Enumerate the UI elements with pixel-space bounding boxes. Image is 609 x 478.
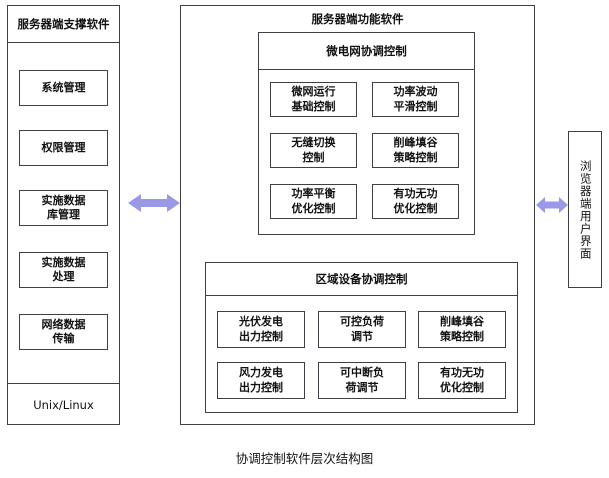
region-cell-pv-output-control[interactable]: 光伏发电 出力控制 [217, 311, 305, 348]
support-module-permission-management[interactable]: 权限管理 [19, 130, 108, 166]
operating-system-label: Unix/Linux [7, 383, 120, 425]
region-cell-active-reactive-optimization[interactable]: 有功无功 优化控制 [418, 362, 506, 399]
microgrid-cell-power-balance-optimization[interactable]: 功率平衡 优化控制 [270, 184, 357, 219]
microgrid-cell-basic-operation-control[interactable]: 微网运行 基础控制 [270, 82, 357, 117]
server-support-software-title: 服务器端支撑软件 [7, 5, 120, 43]
microgrid-cell-power-fluctuation-smoothing[interactable]: 功率波动 平滑控制 [372, 82, 459, 117]
microgrid-cell-active-reactive-optimization[interactable]: 有功无功 优化控制 [372, 184, 459, 219]
support-module-system-management[interactable]: 系统管理 [19, 70, 108, 106]
browser-user-interface-panel: 浏览器端用户界面 [568, 131, 602, 288]
region-cell-wind-output-control[interactable]: 风力发电 出力控制 [217, 362, 305, 399]
regional-device-coordination-title: 区域设备协调控制 [205, 262, 518, 296]
support-module-database-management[interactable]: 实施数据 库管理 [19, 190, 108, 226]
server-functional-software-title: 服务器端功能软件 [311, 12, 404, 26]
microgrid-cell-seamless-switching-control[interactable]: 无缝切换 控制 [270, 133, 357, 168]
support-module-data-processing[interactable]: 实施数据 处理 [19, 252, 108, 288]
region-cell-peak-shaving-strategy[interactable]: 削峰填谷 策略控制 [418, 311, 506, 348]
browser-user-interface-label: 浏览器端用户界面 [578, 159, 593, 260]
figure-caption: 协调控制软件层次结构图 [235, 451, 374, 466]
microgrid-cell-peak-shaving-strategy[interactable]: 削峰填谷 策略控制 [372, 133, 459, 168]
left-center-double-arrow-icon [128, 194, 180, 212]
support-module-network-transmission[interactable]: 网络数据 传输 [19, 314, 108, 350]
region-cell-interruptible-load-adjust[interactable]: 可中断负 荷调节 [318, 362, 406, 399]
center-right-double-arrow-icon [536, 197, 568, 213]
microgrid-coordination-control-title: 微电网协调控制 [258, 32, 475, 70]
region-cell-controllable-load-adjust[interactable]: 可控负荷 调节 [318, 311, 406, 348]
